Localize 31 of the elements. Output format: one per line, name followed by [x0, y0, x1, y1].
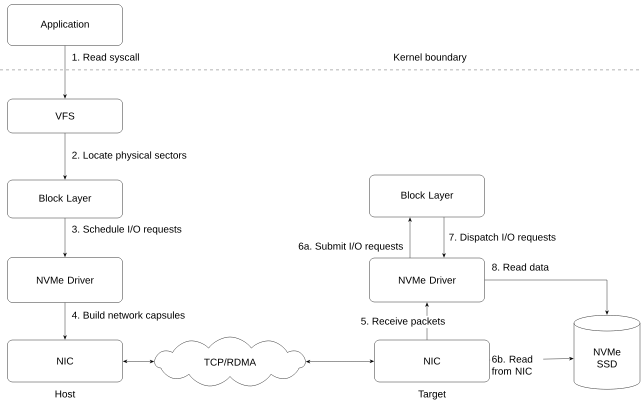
arrow: [63, 218, 67, 257]
process-box: NVMe Driver: [7, 257, 123, 303]
arrow: [408, 218, 412, 258]
arrow: [63, 302, 67, 340]
arrow: [442, 217, 446, 258]
arrow: [63, 46, 67, 98]
process-box: Application: [7, 4, 123, 46]
edge-label: 2. Locate physical sectors: [70, 150, 188, 162]
arrow: [306, 360, 374, 364]
edge-label: 4. Build network capsules: [70, 310, 187, 322]
edge-label: 7. Dispatch I/O requests: [447, 232, 558, 244]
edge-label: 5. Receive packets: [359, 316, 447, 328]
edge-label: 6b. Read from NIC: [490, 354, 544, 376]
process-box: NIC: [7, 340, 123, 382]
arrow: [484, 280, 609, 315]
arrow: [123, 360, 154, 364]
edge-label: 3. Schedule I/O requests: [70, 224, 184, 236]
storage-cylinder: NVMe SSD: [574, 315, 640, 390]
edge-label: 1. Read syscall: [70, 52, 142, 64]
process-box: Block Layer: [369, 174, 485, 218]
node-label: Target: [418, 390, 446, 400]
process-box: VFS: [7, 98, 123, 134]
edge-label: 6a. Submit I/O requests: [296, 240, 405, 254]
arrow: [63, 133, 67, 180]
boundary-label: Kernel boundary: [394, 53, 467, 63]
process-box: NIC: [374, 340, 490, 382]
process-box: NVMe Driver: [369, 258, 485, 302]
network-cloud: TCP/RDMA: [154, 336, 306, 386]
process-box: Block Layer: [7, 180, 123, 218]
node-label: Host: [56, 390, 76, 398]
edge-label: 8. Read data: [490, 262, 550, 272]
